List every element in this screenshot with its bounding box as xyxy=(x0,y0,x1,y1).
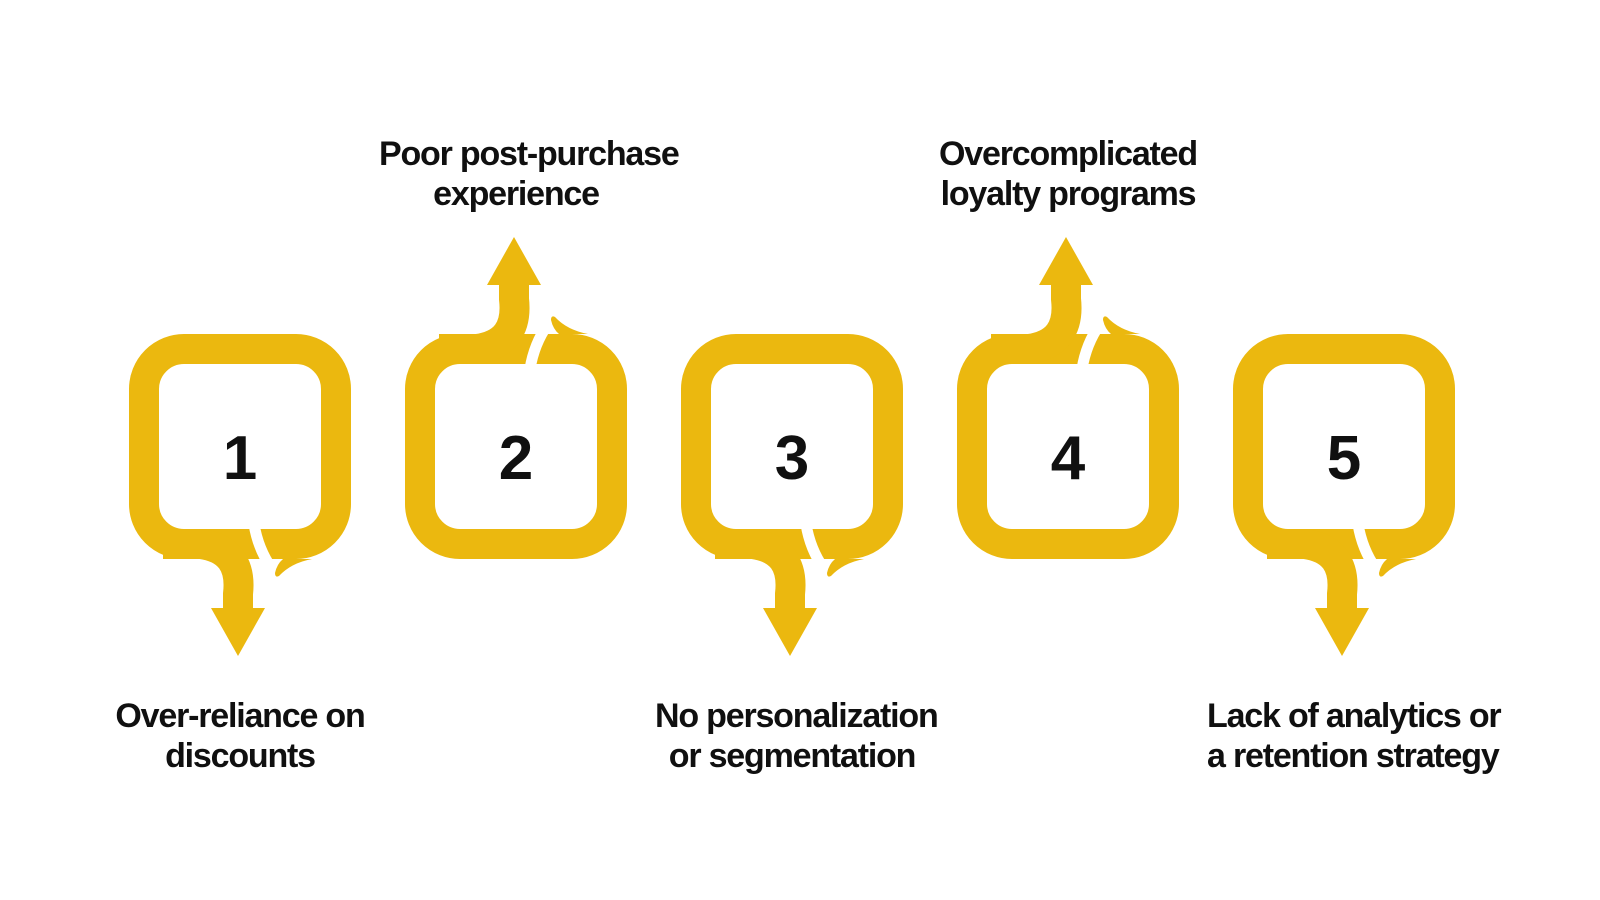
arrow-stem xyxy=(715,529,806,610)
rounded-square xyxy=(957,334,1179,559)
step-label-line-1: No personalization xyxy=(655,697,939,735)
step-shape-down-arrow xyxy=(129,334,351,656)
step-label: Overcomplicated loyalty programs xyxy=(931,134,1205,214)
step-shape-up-arrow xyxy=(405,237,627,559)
step-5: 5 Lack of analytics or a retention strat… xyxy=(1207,0,1502,900)
ribbon-tail xyxy=(1103,316,1140,334)
step-label: Lack of analytics or a retention strateg… xyxy=(1207,696,1502,776)
rounded-square xyxy=(405,334,627,559)
down-arrow-head-icon xyxy=(1315,608,1369,656)
rounded-square xyxy=(681,334,903,559)
step-label-line-1: Overcomplicated xyxy=(939,135,1198,173)
step-label-line-2: experience xyxy=(433,175,600,213)
step-shape-down-arrow xyxy=(1233,334,1455,656)
up-arrow-head-icon xyxy=(1039,237,1093,285)
ribbon-tail xyxy=(551,316,588,334)
step-2: 2 Poor post-purchase experience xyxy=(379,0,680,900)
rounded-square xyxy=(1233,334,1455,559)
step-shape-up-arrow xyxy=(957,237,1179,559)
arrow-stem xyxy=(439,283,530,364)
step-label: No personalization or segmentation xyxy=(655,696,939,776)
step-3: 3 No personalization or segmentation xyxy=(655,0,939,900)
rounded-square xyxy=(129,334,351,559)
arrow-stem xyxy=(1267,529,1358,610)
ribbon-tail xyxy=(275,559,312,577)
step-number: 2 xyxy=(498,424,534,493)
peel-notch xyxy=(1352,518,1382,575)
step-number: 1 xyxy=(222,424,258,493)
step-label-line-1: Over-reliance on xyxy=(115,697,365,735)
step-label-line-2: a retention strategy xyxy=(1207,737,1500,775)
step-label-line-1: Poor post-purchase xyxy=(379,135,680,173)
step-label: Poor post-purchase experience xyxy=(379,134,680,214)
ribbon-tail xyxy=(1379,559,1416,577)
step-shape-down-arrow xyxy=(681,334,903,656)
peel-notch xyxy=(800,518,830,575)
step-label-line-2: loyalty programs xyxy=(940,175,1197,213)
step-1: 1 Over-reliance on discounts xyxy=(103,0,377,900)
ribbon-tail xyxy=(827,559,864,577)
step-number: 4 xyxy=(1050,424,1086,493)
step-number: 5 xyxy=(1326,424,1362,493)
arrow-stem xyxy=(991,283,1082,364)
step-label: Over-reliance on discounts xyxy=(103,696,377,776)
arrow-stem xyxy=(163,529,254,610)
up-arrow-head-icon xyxy=(487,237,541,285)
down-arrow-head-icon xyxy=(211,608,265,656)
peel-notch xyxy=(248,518,278,575)
step-number: 3 xyxy=(774,424,810,493)
step-4: 4 Overcomplicated loyalty programs xyxy=(931,0,1205,900)
step-label-line-1: Lack of analytics or xyxy=(1207,697,1502,735)
peel-notch xyxy=(1076,318,1106,375)
step-label-line-2: discounts xyxy=(165,737,316,775)
peel-notch xyxy=(524,318,554,375)
down-arrow-head-icon xyxy=(763,608,817,656)
step-label-line-2: or segmentation xyxy=(668,737,917,775)
